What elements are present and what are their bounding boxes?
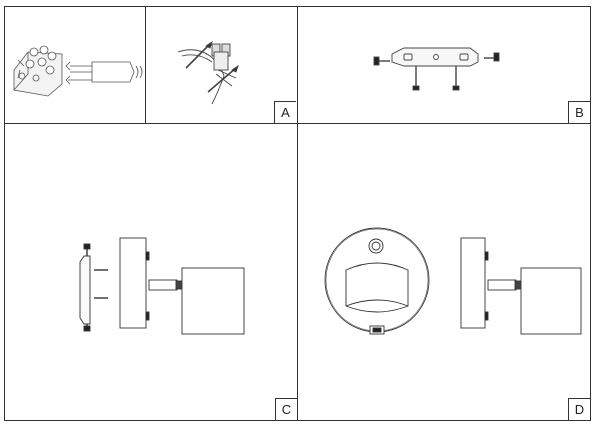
panel-label-a: A [274,101,296,123]
side-view-install-illustration [79,237,245,335]
terminal-block-illustration [13,45,143,97]
panel-label-b: B [568,101,590,123]
mounting-bracket-illustration [373,47,500,91]
side-view-fixture-illustration [460,237,582,335]
panel-label-d: D [568,398,590,420]
panel-grid [4,6,591,421]
panel-label-c: C [275,398,297,420]
front-view-fixture-illustration [324,227,430,335]
wire-connector-illustration [177,40,239,105]
